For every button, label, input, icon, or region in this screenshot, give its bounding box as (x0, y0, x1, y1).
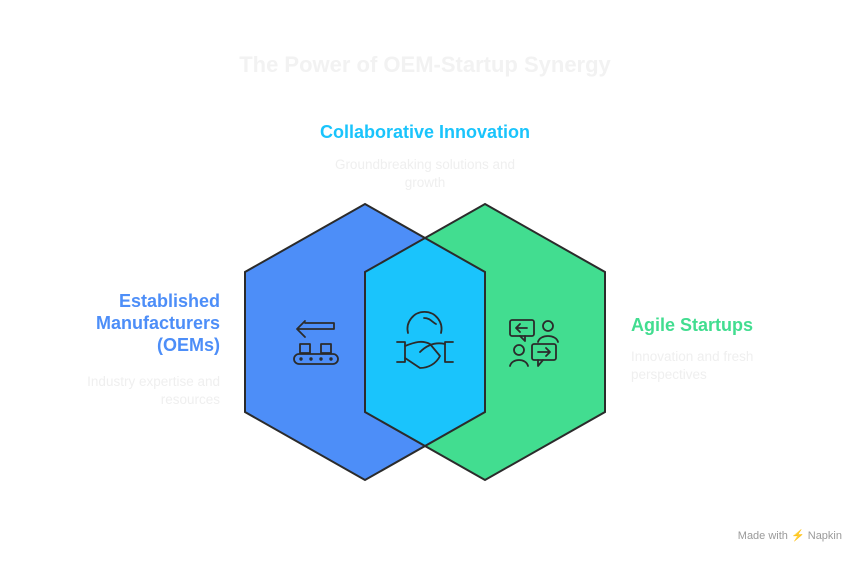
footer-brand: Napkin (807, 530, 842, 542)
left-heading: Established Manufacturers (OEMs) (95, 291, 220, 355)
conveyor-belt-icon (293, 320, 339, 365)
footer-text: Made with (737, 530, 788, 542)
handshake-globe-icon (396, 311, 454, 369)
napkin-logo-icon: ⚡ (790, 530, 805, 542)
diagram-title: The Power of OEM-Startup Synergy (239, 52, 611, 77)
center-heading: Collaborative Innovation (319, 122, 531, 142)
people-exchange-icon (509, 319, 559, 367)
footer-badge[interactable]: Made with ⚡ Napkin (738, 529, 842, 542)
right-description: Innovation and fresh perspectives (631, 349, 754, 382)
right-heading: Agile Startups (631, 315, 754, 335)
center-description: Groundbreaking solutions and growth (334, 157, 516, 190)
left-description: Industry expertise and resources (87, 374, 220, 407)
